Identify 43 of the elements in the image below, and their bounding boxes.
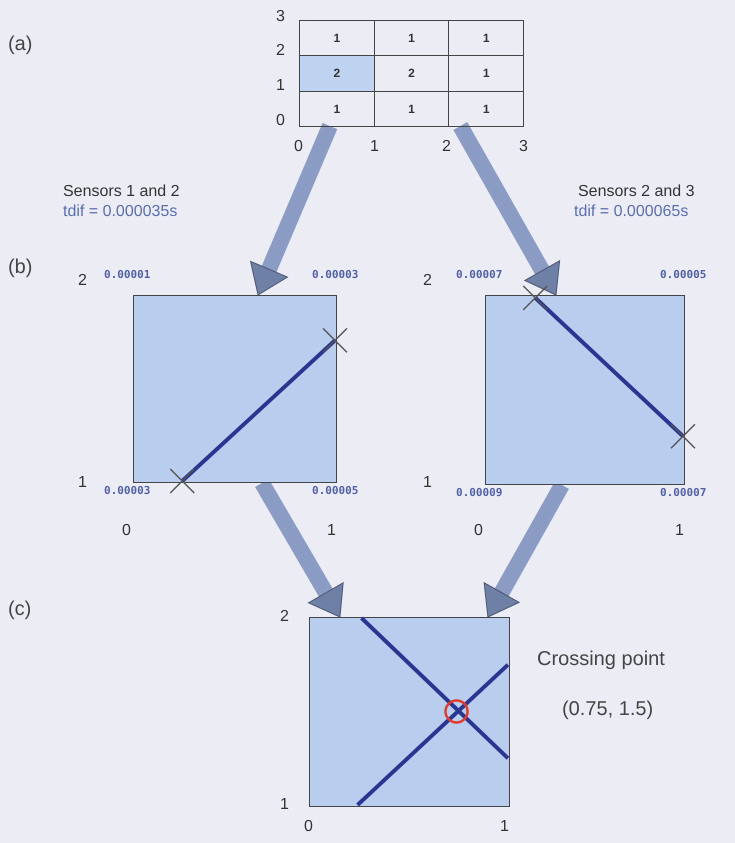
sensor-pair-heading: Sensors 1 and 2 <box>63 183 180 201</box>
time-difference-text: tdif = 0.000065s <box>574 203 688 221</box>
axis-tick-label: 0 <box>294 138 303 156</box>
corner-time-value: 0.00003 <box>104 484 150 497</box>
axis-tick-label: 0 <box>474 522 483 540</box>
crossing-point-text: (0.75, 1.5) <box>562 698 654 721</box>
axis-tick-label: 1 <box>78 474 87 492</box>
axis-tick-label: 2 <box>280 608 289 626</box>
axis-tick-label: 1 <box>280 796 289 814</box>
axis-tick-label: 1 <box>327 522 336 540</box>
axis-tick-label: 3 <box>519 138 528 156</box>
axis-tick-label: 1 <box>500 818 509 836</box>
crossing-point-text: Crossing point <box>537 648 665 671</box>
panel-label: (a) <box>8 33 32 56</box>
corner-time-value: 0.00009 <box>456 486 502 499</box>
corner-time-value: 0.00007 <box>660 486 706 499</box>
axis-tick-label: 0 <box>276 112 285 130</box>
corner-time-value: 0.00003 <box>312 268 358 281</box>
axis-tick-label: 2 <box>442 138 451 156</box>
axis-tick-label: 1 <box>675 522 684 540</box>
plot-panel <box>309 617 510 807</box>
axis-tick-label: 3 <box>276 8 285 26</box>
axis-tick-label: 0 <box>304 818 313 836</box>
table-cell: 2 <box>299 55 375 92</box>
table-cell: 1 <box>299 90 375 127</box>
time-difference-text: tdif = 0.000035s <box>63 203 178 221</box>
axis-tick-label: 2 <box>423 272 432 290</box>
corner-time-value: 0.00005 <box>312 484 358 497</box>
axis-tick-label: 2 <box>78 272 87 290</box>
axis-tick-label: 2 <box>276 42 285 60</box>
axis-tick-label: 1 <box>276 77 285 95</box>
table-cell: 1 <box>448 20 524 56</box>
corner-time-value: 0.00007 <box>456 268 502 281</box>
axis-tick-label: 1 <box>370 138 379 156</box>
table-cell: 1 <box>448 90 524 127</box>
panel-label: (b) <box>8 256 32 279</box>
panel-label: (c) <box>8 598 32 621</box>
corner-time-value: 0.00001 <box>104 268 150 281</box>
sensor-pair-heading: Sensors 2 and 3 <box>578 183 695 201</box>
axis-tick-label: 1 <box>423 474 432 492</box>
axis-tick-label: 0 <box>122 522 131 540</box>
grid-table <box>299 20 523 126</box>
corner-time-value: 0.00005 <box>660 268 706 281</box>
